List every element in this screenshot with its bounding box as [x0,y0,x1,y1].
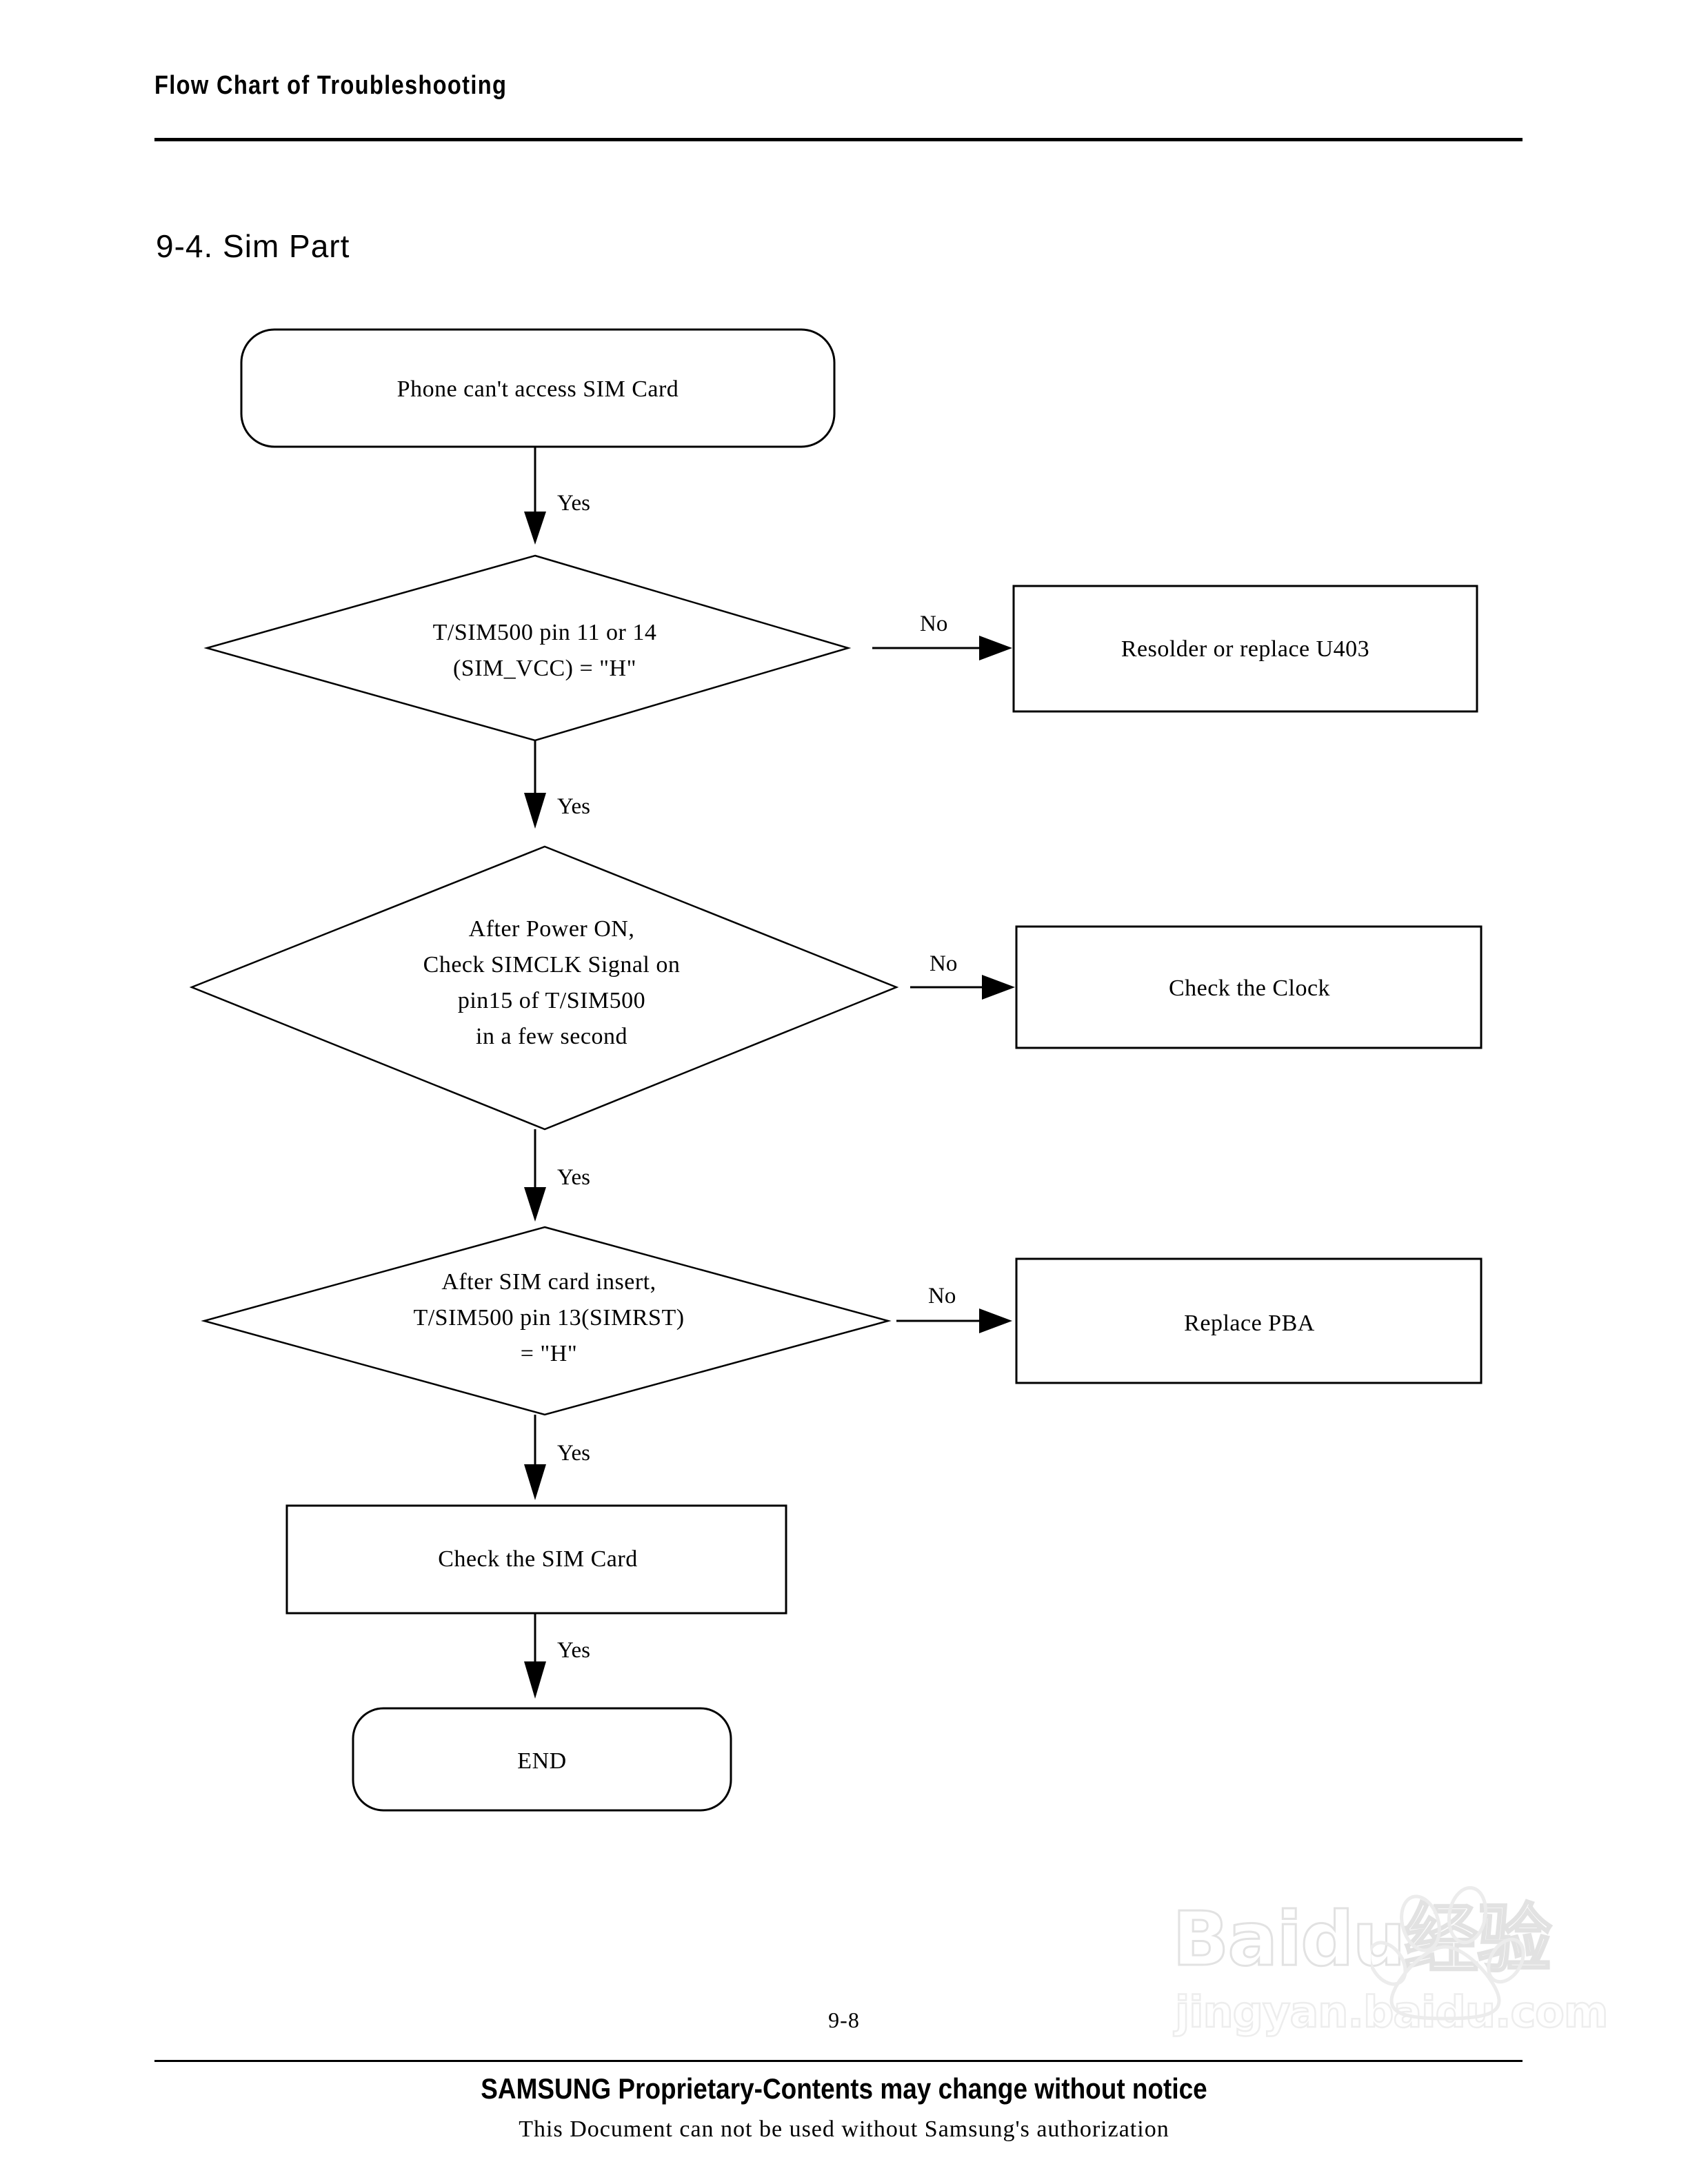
flow-edge-d2-to-d3: Yes [524,1129,590,1222]
flow-edge-d1-no: No [872,611,1012,660]
flow-node-end[interactable]: END [352,1707,732,1812]
decision-simrst-line1: After SIM card insert, [441,1269,656,1295]
decision-simrst-shape [201,1226,892,1416]
decision-simclk-line4: in a few second [476,1024,627,1049]
page-number: 9-8 [828,2008,860,2032]
footer-authorization: This Document can not be used without Sa… [519,2116,1169,2142]
start-node-shape [240,328,836,448]
replace-pba-shape [1015,1257,1483,1384]
edge-d2-no-arrowhead [982,975,1015,1000]
edge-check-to-end-arrowhead [524,1661,546,1699]
header-title: Flow Chart of Troubleshooting [154,71,508,100]
decision-simclk-line1: After Power ON, [469,916,635,942]
flow-edge-start-to-d1: Yes [524,447,590,545]
edge-label-yes-2: Yes [557,794,590,819]
page-header: Flow Chart of Troubleshooting [154,71,1523,101]
flow-edge-d3-no: No [896,1284,1012,1333]
flow-edge-d2-no: No [910,951,1015,1000]
replace-pba-label: Replace PBA [1184,1311,1315,1336]
header-divider [154,138,1523,141]
decision-simclk-shape [189,845,899,1131]
decision-sim-vcc-line1: T/SIM500 pin 11 or 14 [433,620,657,645]
edge-label-yes-3: Yes [557,1165,590,1190]
footer-divider [154,2060,1523,2062]
flow-node-start[interactable]: Phone can't access SIM Card [240,328,836,448]
check-sim-card-label: Check the SIM Card [438,1546,637,1572]
decision-simrst-line2: T/SIM500 pin 13(SIMRST) [413,1305,684,1331]
end-node-shape [352,1707,732,1812]
check-sim-card-shape [285,1504,787,1615]
check-clock-shape [1015,925,1483,1049]
edge-d2-to-d3-arrowhead [524,1187,546,1222]
section-title: 9-4. Sim Part [156,228,350,264]
flow-node-resolder-u403[interactable]: Resolder or replace U403 [1012,585,1478,713]
edge-d3-to-check-arrowhead [524,1464,546,1500]
edge-label-yes-4: Yes [557,1441,590,1466]
flow-edge-check-to-end: Yes [524,1613,590,1699]
flow-node-check-sim-card[interactable]: Check the SIM Card [285,1504,787,1615]
resolder-u403-shape [1012,585,1478,713]
start-node-label: Phone can't access SIM Card [397,376,679,402]
flow-node-decision-simclk[interactable]: After Power ON, Check SIMCLK Signal on p… [189,845,899,1131]
resolder-u403-label: Resolder or replace U403 [1121,636,1369,662]
footer-notice: SAMSUNG Proprietary-Contents may change … [481,2072,1207,2105]
decision-sim-vcc-shape [203,554,852,742]
flow-node-decision-simrst[interactable]: After SIM card insert, T/SIM500 pin 13(S… [201,1226,892,1416]
edge-label-yes-1: Yes [557,491,590,516]
flow-node-check-clock[interactable]: Check the Clock [1015,925,1483,1049]
edge-d1-to-d2-arrowhead [524,793,546,829]
flow-node-decision-sim-vcc[interactable]: T/SIM500 pin 11 or 14 (SIM_VCC) = "H" [203,554,852,742]
end-node-label: END [517,1748,566,1774]
decision-simrst-line3: = "H" [521,1341,578,1366]
decision-simclk-line3: pin15 of T/SIM500 [458,988,645,1013]
edge-start-to-d1-arrowhead [524,512,546,545]
flow-edge-d3-to-check: Yes [524,1415,590,1500]
flow-edge-d1-to-d2: Yes [524,740,590,829]
edge-label-no-2: No [930,951,957,976]
edge-label-no-3: No [928,1284,956,1308]
edge-d3-no-arrowhead [979,1308,1012,1333]
edge-label-yes-5: Yes [557,1638,590,1663]
edge-d1-no-arrowhead [979,636,1012,660]
check-clock-label: Check the Clock [1169,975,1330,1001]
edge-label-no-1: No [920,611,947,636]
decision-simclk-line2: Check SIMCLK Signal on [423,952,681,978]
flow-node-replace-pba[interactable]: Replace PBA [1015,1257,1483,1384]
decision-sim-vcc-line2: (SIM_VCC) = "H" [453,656,636,681]
